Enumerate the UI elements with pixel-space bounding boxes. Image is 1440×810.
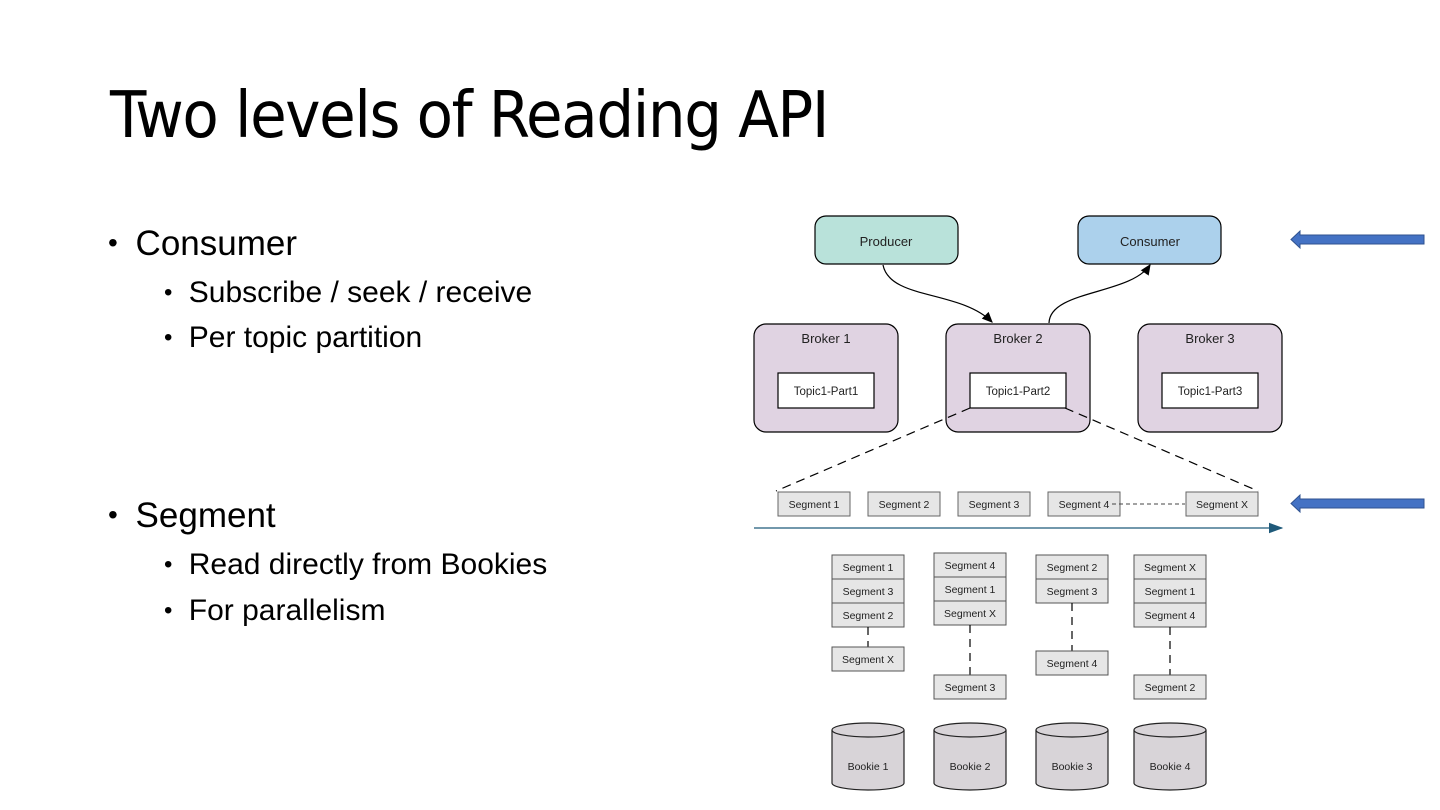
expand-line-right — [1064, 407, 1259, 492]
sub-bullet: • Read directly from Bookies — [164, 548, 547, 582]
expand-line-left — [775, 407, 971, 492]
bookie-label: Bookie 4 — [1150, 761, 1191, 773]
bullet-label: Segment — [135, 496, 276, 535]
stored-segment-label: Segment 2 — [843, 610, 894, 622]
timeline-segment: Segment 3 — [957, 491, 1031, 517]
broker-node: Broker 1 Topic1-Part1 — [753, 323, 899, 433]
slide-title: Two levels of Reading API — [110, 79, 829, 153]
timeline-segment: Segment X — [1185, 491, 1259, 517]
bookie-cylinder-icon — [933, 722, 1007, 791]
pointer-arrow-consumer — [1290, 229, 1425, 250]
stored-segment-label: Segment X — [842, 654, 894, 666]
stored-segment-label: Segment 4 — [1047, 658, 1098, 670]
stored-segment-label: Segment 1 — [945, 584, 996, 596]
broker-node: Broker 3 Topic1-Part3 — [1137, 323, 1283, 433]
bookie-label: Bookie 3 — [1052, 761, 1093, 773]
stored-segment-label: Segment 3 — [1047, 586, 1098, 598]
broker-label: Broker 1 — [801, 331, 850, 346]
stored-segment-label: Segment 3 — [843, 586, 894, 598]
bullet-dot-icon: • — [164, 324, 173, 351]
segment-label: Segment 4 — [1059, 499, 1110, 511]
bullet-segment: • Segment — [108, 496, 276, 536]
bullet-dot-icon: • — [108, 499, 118, 530]
stored-segment-label: Segment 1 — [843, 562, 894, 574]
stored-segment-label: Segment 2 — [1145, 682, 1196, 694]
bookie-column: Segment 4 Segment 1 Segment X Segment 3 Book… — [933, 552, 1007, 791]
stored-segment-label: Segment 2 — [1047, 562, 1098, 574]
bookie-column: Segment 1 Segment 3 Segment 2 Segment X Book… — [831, 554, 905, 791]
segment-label: Segment 1 — [789, 499, 840, 511]
bullet-dot-icon: • — [164, 551, 173, 578]
stored-segment-label: Segment 3 — [945, 682, 996, 694]
broker-label: Broker 2 — [993, 331, 1042, 346]
segment-label: Segment 2 — [879, 499, 930, 511]
producer-label: Producer — [860, 234, 913, 249]
bullet-dot-icon: • — [108, 227, 118, 258]
broker-label: Broker 3 — [1185, 331, 1234, 346]
bookie-column: Segment 2 Segment 3 Segment 4 Bookie 3 — [1035, 554, 1109, 791]
produce-arrow — [882, 264, 993, 323]
bookie-cylinder-icon — [1035, 722, 1109, 791]
pointer-arrow-segment — [1290, 493, 1425, 514]
sub-bullet: • Per topic partition — [164, 321, 422, 355]
sub-bullet-label: For parallelism — [188, 594, 386, 627]
timeline-segment: Segment 1 — [777, 491, 851, 517]
partition-box — [969, 372, 1067, 409]
bullet-dot-icon: • — [164, 279, 173, 306]
bookie-cylinder-icon — [831, 722, 905, 791]
timeline-segment: Segment 4 — [1047, 491, 1121, 517]
bullet-dot-icon: • — [164, 597, 173, 624]
producer-node: Producer — [814, 215, 959, 265]
bullet-label: Consumer — [135, 224, 297, 263]
stored-segment-label: Segment 4 — [945, 560, 996, 572]
bookie-cylinder-icon — [1133, 722, 1207, 791]
sub-bullet: • For parallelism — [164, 594, 385, 628]
partition-label: Topic1-Part3 — [1178, 386, 1243, 398]
consume-arrow — [1048, 264, 1151, 324]
bookie-column: Segment X Segment 1 Segment 4 Segment 2 Book… — [1133, 554, 1207, 791]
consumer-node: Consumer — [1077, 215, 1222, 265]
consumer-label: Consumer — [1120, 234, 1181, 249]
partition-label: Topic1-Part2 — [986, 386, 1051, 398]
partition-box — [1161, 372, 1259, 409]
sub-bullet-label: Subscribe / seek / receive — [188, 276, 533, 309]
bullet-consumer: • Consumer — [108, 224, 297, 264]
sub-bullet-label: Per topic partition — [188, 321, 423, 354]
stored-segment-label: Segment X — [1144, 562, 1196, 574]
segment-label: Segment X — [1196, 499, 1248, 511]
sub-bullet: • Subscribe / seek / receive — [164, 276, 532, 310]
stored-segment-label: Segment 4 — [1145, 610, 1196, 622]
broker-node: Broker 2 Topic1-Part2 — [945, 323, 1091, 433]
partition-label: Topic1-Part1 — [794, 386, 859, 398]
stored-segment-label: Segment X — [944, 608, 996, 620]
bookie-label: Bookie 2 — [950, 761, 991, 773]
segment-label: Segment 3 — [969, 499, 1020, 511]
bookie-label: Bookie 1 — [848, 761, 889, 773]
sub-bullet-label: Read directly from Bookies — [188, 548, 548, 581]
timeline-segment: Segment 2 — [867, 491, 941, 517]
partition-box — [777, 372, 875, 409]
stored-segment-label: Segment 1 — [1145, 586, 1196, 598]
